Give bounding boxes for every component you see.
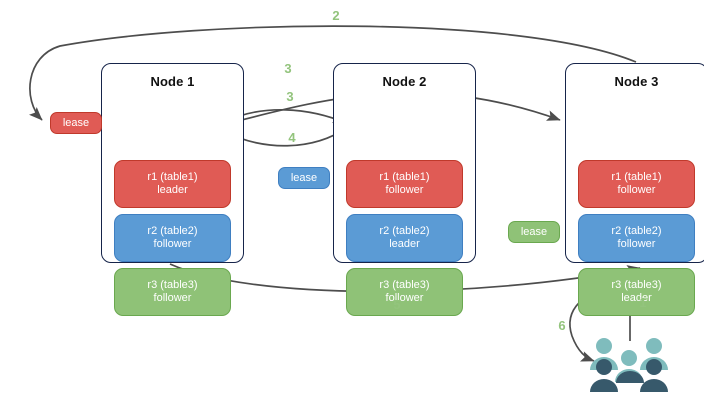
users-center-front-person [616, 371, 644, 383]
edge-step-2 [29, 25, 637, 121]
replica-r2-node1[interactable]: r2 (table2) follower [114, 214, 231, 262]
replica-name: r1 (table1) [379, 170, 430, 183]
replica-name: r1 (table1) [611, 170, 662, 183]
node-box-2[interactable]: Node 2 r1 (table1) follower r2 (table2) … [333, 63, 476, 316]
lease-label: lease [290, 172, 318, 184]
replica-name: r1 (table1) [147, 170, 198, 183]
step-text: 5 [393, 297, 401, 312]
replica-r3-node2[interactable]: r3 (table3) follower [346, 268, 463, 316]
step-label-1: 1 [634, 296, 652, 310]
replica-role: leader [621, 292, 652, 304]
step-label-3-lower: 3 [281, 90, 299, 104]
step-text: 1 [639, 295, 647, 310]
replica-name: r2 (table2) [379, 224, 430, 237]
replica-r1-node1[interactable]: r1 (table1) leader [114, 160, 231, 208]
replica-name: r3 (table3) [611, 278, 662, 291]
node-box-1[interactable]: Node 1 r1 (table1) leader r2 (table2) fo… [101, 63, 244, 316]
replica-role: follower [617, 184, 656, 196]
step-text: 6 [558, 318, 566, 333]
replica-role: leader [157, 184, 188, 196]
node-box-3[interactable]: Node 3 r1 (table1) follower r2 (table2) … [565, 63, 704, 316]
replica-role: follower [385, 292, 424, 304]
lease-badge-r2[interactable]: lease [278, 167, 330, 189]
replica-r2-node2[interactable]: r2 (table2) leader [346, 214, 463, 262]
lease-label: lease [62, 117, 90, 129]
step-text: 2 [332, 8, 340, 23]
replica-role: follower [385, 184, 424, 196]
step-label-5: 5 [388, 298, 406, 312]
replica-name: r2 (table2) [147, 224, 198, 237]
step-text: 4 [288, 130, 296, 145]
replica-r1-node3[interactable]: r1 (table1) follower [578, 160, 695, 208]
step-label-2: 2 [327, 9, 345, 23]
node-title: Node 2 [382, 74, 427, 89]
users-group-icon [590, 338, 668, 392]
replica-r3-node1[interactable]: r3 (table3) follower [114, 268, 231, 316]
step-label-6: 6 [553, 319, 571, 333]
lease-badge-r3[interactable]: lease [508, 221, 560, 243]
replica-role: follower [617, 238, 656, 250]
replica-role: follower [153, 292, 192, 304]
node-title: Node 3 [614, 74, 659, 89]
step-label-4: 4 [283, 131, 301, 145]
node-title: Node 1 [150, 74, 195, 89]
lease-label: lease [520, 226, 548, 238]
replica-r1-node2[interactable]: r1 (table1) follower [346, 160, 463, 208]
replica-role: leader [389, 238, 420, 250]
lease-badge-r1[interactable]: lease [50, 112, 102, 134]
replica-name: r3 (table3) [379, 278, 430, 291]
replica-r3-node3[interactable]: r3 (table3) leader [578, 268, 695, 316]
step-text: 3 [286, 89, 294, 104]
replica-name: r3 (table3) [147, 278, 198, 291]
replica-name: r2 (table2) [611, 224, 662, 237]
users-front-row [590, 359, 668, 392]
step-text: 3 [284, 61, 292, 76]
step-label-3-upper: 3 [279, 62, 297, 76]
replica-role: follower [153, 238, 192, 250]
replica-r2-node3[interactable]: r2 (table2) follower [578, 214, 695, 262]
